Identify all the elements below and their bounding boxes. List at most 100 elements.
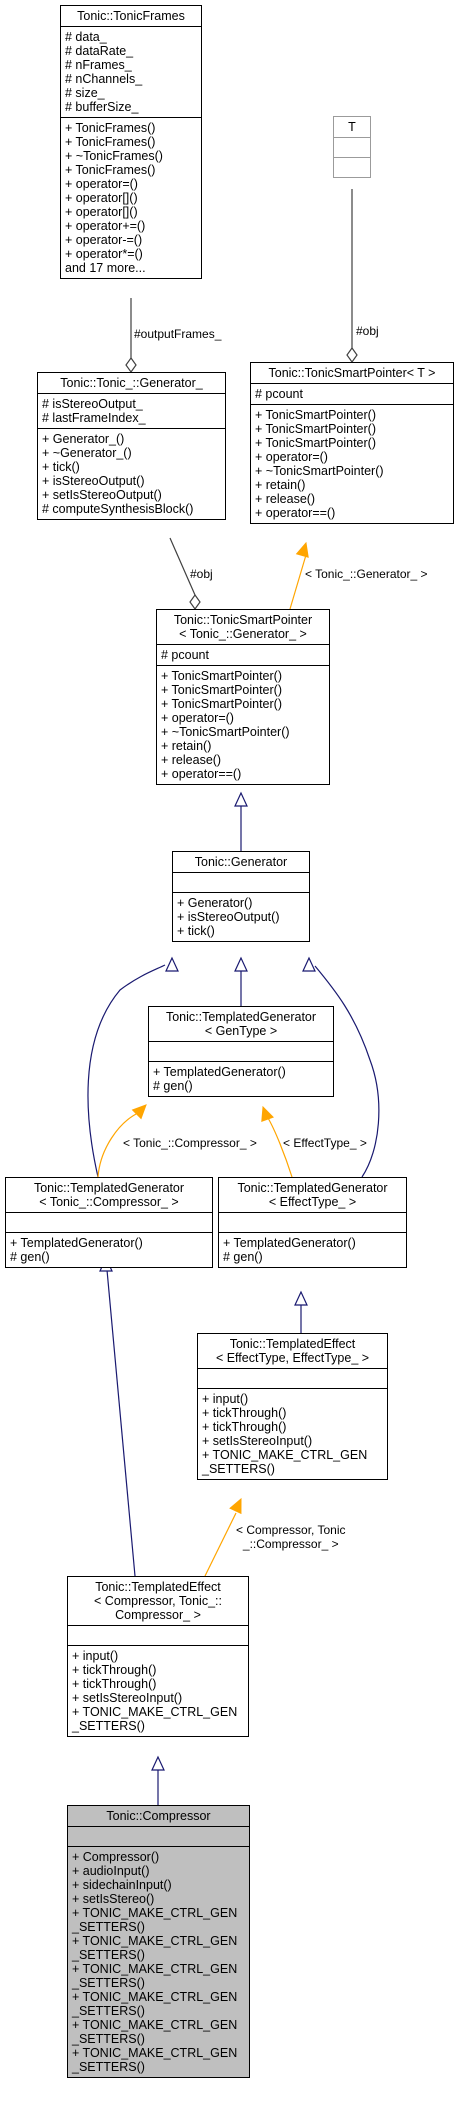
method-item: + TONIC_MAKE_CTRL_GEN xyxy=(72,1934,238,1948)
method-item: + operator==() xyxy=(161,767,242,781)
edge-label-line: < Compressor, Tonic xyxy=(236,1523,346,1537)
method-item: + tickThrough() xyxy=(72,1663,157,1677)
method-item: + retain() xyxy=(161,739,212,753)
method-item: + ~TonicFrames() xyxy=(65,149,163,163)
class-tonic-generator[interactable]: Tonic::Generator+ Generator()+ isStereoO… xyxy=(172,851,310,942)
method-item: + TONIC_MAKE_CTRL_GEN xyxy=(72,2018,238,2032)
class-templated-generator-gentype[interactable]: Tonic::TemplatedGenerator< GenType >+ Te… xyxy=(148,1006,334,1097)
method-item: + operator*=() xyxy=(65,247,143,261)
method-item: + TonicSmartPointer() xyxy=(161,697,282,711)
method-item: + TONIC_MAKE_CTRL_GEN xyxy=(202,1448,368,1462)
class-name-line: Tonic::TemplatedEffect xyxy=(95,1580,221,1594)
class-templated-effect-effect-type[interactable]: Tonic::TemplatedEffect< EffectType, Effe… xyxy=(197,1333,388,1480)
edge-label-bind-compressor: < Tonic_::Compressor_ > xyxy=(123,1136,257,1150)
class-name: Tonic::Tonic_::Generator_ xyxy=(38,373,225,393)
class-name-line: Tonic::Tonic_::Generator_ xyxy=(60,376,203,390)
class-tonic-smart-pointer-t[interactable]: Tonic::TonicSmartPointer< T ># pcount+ T… xyxy=(250,362,454,524)
inheritance-arrow-generator-effect-type xyxy=(302,956,316,972)
method-list: + TonicSmartPointer()+ TonicSmartPointer… xyxy=(157,665,329,784)
template-arrow-generator-effect-type xyxy=(261,1105,274,1123)
method-list xyxy=(334,157,370,177)
method-item: # gen() xyxy=(153,1079,193,1093)
attribute-item: # nFrames_ xyxy=(65,58,132,72)
class-tonic-frames[interactable]: Tonic::TonicFrames# data_# dataRate_# nF… xyxy=(60,5,202,279)
class-name-line: < Tonic_::Compressor_ > xyxy=(39,1195,179,1209)
edge-label-line: #obj xyxy=(356,324,379,338)
class-templated-effect-compressor[interactable]: Tonic::TemplatedEffect< Compressor, Toni… xyxy=(67,1576,249,1737)
method-item: + release() xyxy=(161,753,222,767)
template-arrow-generator-compressor xyxy=(131,1104,147,1120)
composition-diamond-obj-generator xyxy=(189,593,201,611)
class-name-line: Tonic::TemplatedGenerator xyxy=(33,1181,185,1195)
class-name-line: < Tonic_::Generator_ > xyxy=(179,627,307,641)
method-item: + isStereoOutput() xyxy=(177,910,280,924)
method-item: + tick() xyxy=(42,460,80,474)
attribute-item: # dataRate_ xyxy=(65,44,134,58)
class-name-line: Tonic::TemplatedGenerator xyxy=(237,1181,388,1195)
attribute-list: # isStereoOutput_# lastFrameIndex_ xyxy=(38,393,225,428)
method-item: # gen() xyxy=(10,1250,50,1264)
class-tonic-compressor[interactable]: Tonic::Compressor+ Compressor()+ audioIn… xyxy=(67,1805,250,2078)
class-tonic-generator-underscore[interactable]: Tonic::Tonic_::Generator_# isStereoOutpu… xyxy=(37,372,226,520)
template-edge-generator-compressor xyxy=(97,1111,141,1178)
method-item: + input() xyxy=(202,1392,249,1406)
method-item: + tickThrough() xyxy=(72,1677,157,1691)
method-item: + retain() xyxy=(255,478,306,492)
method-item: _SETTERS() xyxy=(72,1948,145,1962)
attribute-list: # data_# dataRate_# nFrames_# nChannels_… xyxy=(61,26,201,117)
edge-label-bind-generator: < Tonic_::Generator_ > xyxy=(305,567,428,581)
attribute-list xyxy=(68,1826,249,1846)
method-item: + TONIC_MAKE_CTRL_GEN xyxy=(72,1990,238,2004)
method-list: + Generator_()+ ~Generator_()+ tick()+ i… xyxy=(38,428,225,519)
class-name-line: < Compressor, Tonic_:: xyxy=(94,1594,222,1608)
method-item: + TonicSmartPointer() xyxy=(161,683,282,697)
method-item: + ~TonicSmartPointer() xyxy=(161,725,290,739)
edge-label-line: _::Compressor_ > xyxy=(242,1537,339,1551)
method-item: + TONIC_MAKE_CTRL_GEN xyxy=(72,1906,238,1920)
class-name: Tonic::TemplatedGenerator< GenType > xyxy=(149,1007,333,1041)
method-item: + operator-=() xyxy=(65,233,143,247)
method-item: + operator=() xyxy=(65,177,138,191)
method-list: + TemplatedGenerator()# gen() xyxy=(149,1061,333,1096)
attribute-list xyxy=(334,137,370,157)
method-item: + tickThrough() xyxy=(202,1406,287,1420)
method-item: + setIsStereoInput() xyxy=(72,1691,183,1705)
class-tonic-smart-pointer-generator[interactable]: Tonic::TonicSmartPointer< Tonic_::Genera… xyxy=(156,609,330,785)
method-list: + TonicFrames()+ TonicFrames()+ ~TonicFr… xyxy=(61,117,201,278)
attribute-list xyxy=(68,1625,248,1645)
class-templated-generator-effect-type[interactable]: Tonic::TemplatedGenerator< EffectType_ >… xyxy=(218,1177,407,1268)
class-templated-generator-compressor[interactable]: Tonic::TemplatedGenerator< Tonic_::Compr… xyxy=(5,1177,213,1268)
method-item: + sidechainInput() xyxy=(72,1878,172,1892)
method-item: + TemplatedGenerator() xyxy=(10,1236,143,1250)
attribute-list xyxy=(198,1368,387,1388)
method-item: + isStereoOutput() xyxy=(42,474,145,488)
method-item: _SETTERS() xyxy=(72,2032,145,2046)
class-name: Tonic::TemplatedEffect< Compressor, Toni… xyxy=(68,1577,248,1625)
class-name: Tonic::TonicFrames xyxy=(61,6,201,26)
class-name-line: < EffectType, EffectType_ > xyxy=(215,1351,370,1365)
method-item: + TemplatedGenerator() xyxy=(153,1065,286,1079)
method-item: _SETTERS() xyxy=(72,1920,145,1934)
method-item: + TonicSmartPointer() xyxy=(255,436,376,450)
method-list: + Compressor()+ audioInput()+ sidechainI… xyxy=(68,1846,249,2077)
method-item: + ~TonicSmartPointer() xyxy=(255,464,384,478)
template-parameter-t[interactable]: T xyxy=(333,116,371,178)
method-item: + operator+=() xyxy=(65,219,146,233)
method-item: + ~Generator_() xyxy=(42,446,132,460)
edge-label-line: < EffectType_ > xyxy=(283,1136,367,1150)
method-item: + TonicSmartPointer() xyxy=(255,408,376,422)
composition-diamond-obj-t xyxy=(346,346,358,364)
attribute-list xyxy=(149,1041,333,1061)
edge-label-bind-effect-type: < EffectType_ > xyxy=(283,1136,367,1150)
attribute-list xyxy=(6,1212,212,1232)
composition-edge-obj-generator xyxy=(169,537,196,596)
inheritance-arrow-templated-generator xyxy=(234,956,248,972)
template-edge-generator-effect-type xyxy=(267,1117,293,1178)
method-item: + setIsStereoInput() xyxy=(202,1434,313,1448)
method-item: + input() xyxy=(72,1649,119,1663)
method-item: + TemplatedGenerator() xyxy=(223,1236,356,1250)
attribute-list: # pcount xyxy=(157,644,329,665)
edge-label-bind-compressor-effect: < Compressor, Tonic_::Compressor_ > xyxy=(236,1523,346,1551)
method-item: + operator=() xyxy=(161,711,234,725)
